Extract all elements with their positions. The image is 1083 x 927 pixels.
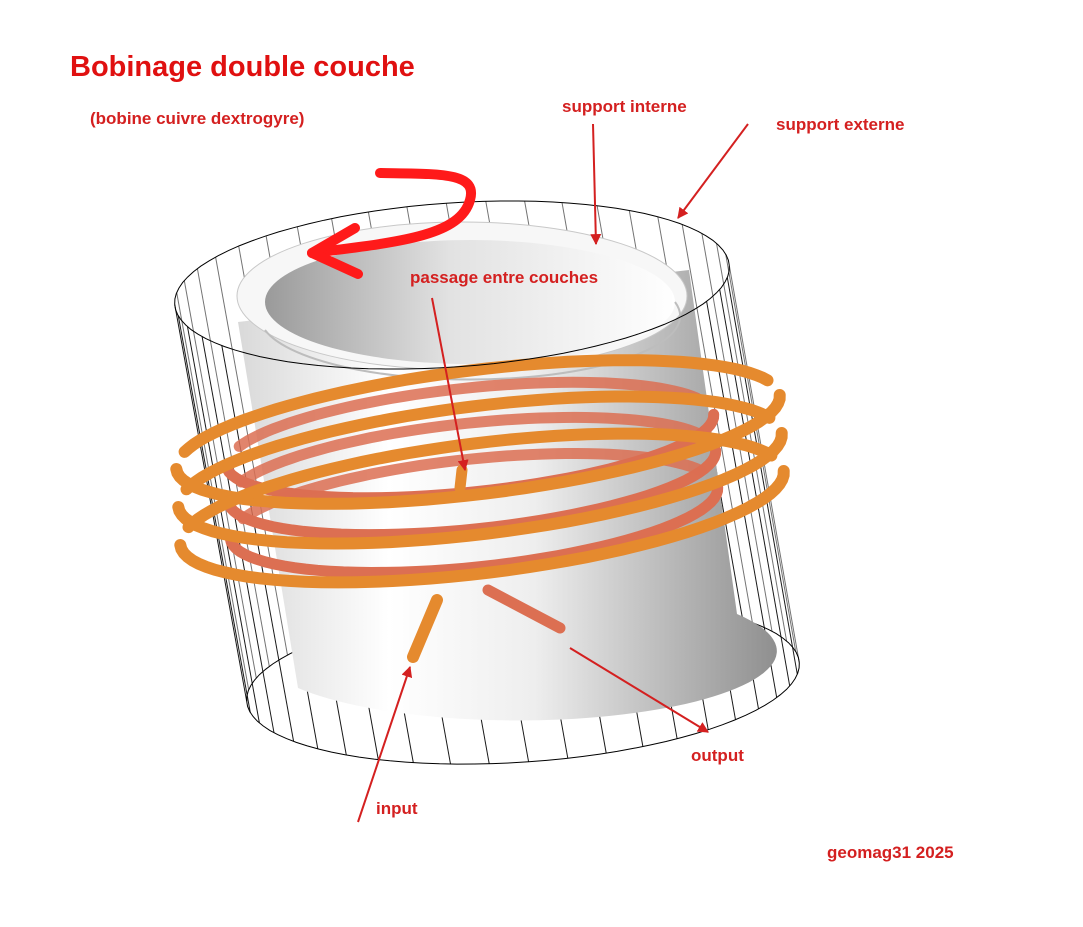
subtitle: (bobine cuivre dextrogyre) xyxy=(90,109,305,128)
inner-winding-end xyxy=(482,584,566,634)
annotation-arrows xyxy=(357,123,749,823)
output-label: output xyxy=(691,746,744,765)
input-lead xyxy=(407,594,443,663)
outer-turn-front xyxy=(174,465,790,589)
outer-top-rim-front xyxy=(174,265,730,370)
mesh-line xyxy=(174,304,248,702)
input-label: input xyxy=(376,799,418,818)
support-interne-label: support interne xyxy=(562,97,687,116)
outer-turn-back xyxy=(180,390,776,496)
outer-turn-front xyxy=(172,427,788,550)
passage-label: passage entre couches xyxy=(410,268,599,287)
input-arrow xyxy=(357,665,413,823)
outer-turn-front xyxy=(170,389,786,510)
support-interne-arrow xyxy=(590,123,602,246)
inner-turn-front xyxy=(224,481,724,579)
layer-transition xyxy=(454,464,468,494)
mesh-line xyxy=(187,326,260,724)
outer-winding-layer xyxy=(170,354,790,589)
mesh-line xyxy=(719,289,791,686)
passage-arrow xyxy=(431,297,469,472)
support-externe-label: support externe xyxy=(776,115,905,134)
curved-rotation-arrow-icon xyxy=(307,168,477,279)
outer-turn-back xyxy=(182,427,778,534)
mesh-line xyxy=(183,280,257,679)
output-arrow xyxy=(569,647,709,733)
credit-label: geomag31 2025 xyxy=(827,843,954,862)
inner-turn-back xyxy=(235,411,705,488)
outer-bottom-rim-front xyxy=(246,662,800,765)
mesh-line xyxy=(726,277,798,675)
page-title: Bobinage double couche xyxy=(70,51,415,83)
outer-turn-back xyxy=(178,354,774,458)
support-externe-arrow xyxy=(677,123,749,219)
inner-turn-back xyxy=(233,376,703,452)
outer-support-front xyxy=(174,265,800,765)
